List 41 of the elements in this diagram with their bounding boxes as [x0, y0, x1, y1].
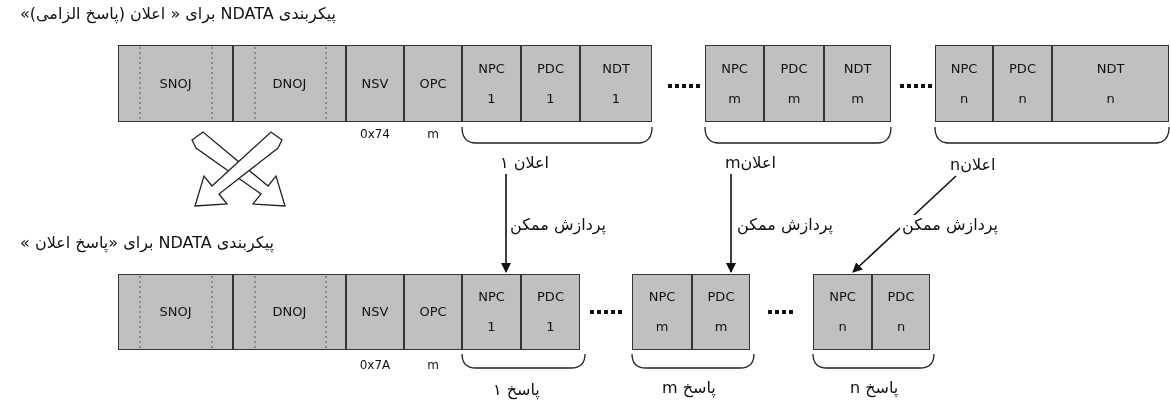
packet-field: PDC m	[764, 45, 824, 122]
bracket-label: پاسخ m	[662, 378, 716, 397]
arrow	[852, 175, 957, 273]
packet-field: NPC n	[813, 274, 872, 350]
packet-field: PDC 1	[521, 274, 580, 350]
group-label: اعلانm	[725, 152, 776, 174]
packet-field: OPC	[404, 45, 462, 122]
packet-field: NDT n	[1052, 45, 1169, 122]
packet-field: NDT m	[824, 45, 891, 122]
packet-field: NDT 1	[580, 45, 652, 122]
packet-field: NPC m	[705, 45, 764, 122]
packet-field: SNOJ	[118, 274, 233, 350]
packet-field: DNOJ	[233, 274, 346, 350]
packet-field: NSV	[346, 45, 404, 122]
bracket-label: پاسخ n	[850, 378, 899, 397]
bracket-label: پاسخ ۱	[493, 380, 540, 399]
packet-field: NPC m	[632, 274, 692, 350]
group-label: اعلانn	[950, 154, 996, 176]
title: پیکربندی NDATA برای « اعلان (پاسخ الزامی)»	[20, 4, 336, 23]
arrow	[501, 173, 511, 273]
edge-label: پردازش ممکن	[508, 215, 609, 234]
edge-label: پردازش ممکن	[735, 215, 836, 234]
packet-field: PDC m	[692, 274, 750, 350]
packet-field: DNOJ	[233, 45, 346, 122]
packet-field: OPC	[404, 274, 462, 350]
field-value: m	[427, 127, 439, 141]
packet-field: SNOJ	[118, 45, 233, 122]
edge-label: پردازش ممکن	[900, 215, 1001, 234]
packet-field: NPC 1	[462, 45, 521, 122]
packet-field: NPC 1	[462, 274, 521, 350]
field-value: 0x74	[360, 127, 390, 141]
field-value: 0x7A	[359, 358, 391, 372]
packet-field: NSV	[346, 274, 404, 350]
field-value: m	[427, 358, 439, 372]
group-label: اعلان ۱	[500, 152, 549, 174]
packet-field: PDC n	[993, 45, 1052, 122]
packet-field: NPC n	[935, 45, 993, 122]
arrow	[726, 173, 736, 273]
packet-field: PDC n	[872, 274, 930, 350]
packet-field: PDC 1	[521, 45, 580, 122]
title: پیکربندی NDATA برای «پاسخ اعلان »	[20, 233, 274, 252]
